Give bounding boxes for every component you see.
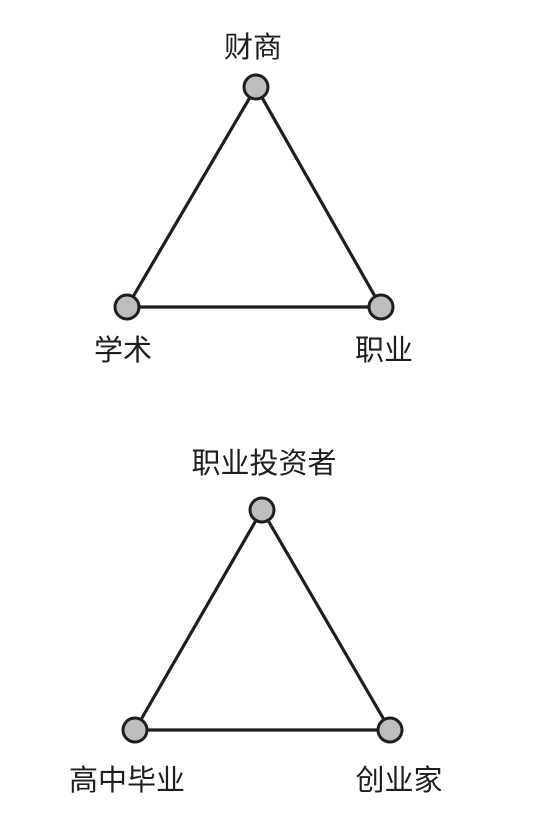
label-top-1: 财商 [224,30,282,64]
triangle-diagram-2: 职业投资者 高中毕业 创业家 [69,446,443,797]
edge-top-left-1 [125,85,258,309]
edge-top-right-2 [260,508,392,732]
label-left-2: 高中毕业 [69,763,185,797]
label-top-2: 职业投资者 [191,446,336,480]
node-top-1 [242,73,270,101]
node-right-2 [376,716,404,744]
node-right-1 [367,293,395,321]
edge-top-left-2 [133,508,264,732]
label-right-1: 职业 [355,333,413,367]
node-left-2 [121,716,149,744]
label-right-2: 创业家 [355,763,442,797]
edge-top-right-1 [254,85,383,309]
label-left-1: 学术 [94,333,152,367]
node-top-2 [248,496,276,524]
triangle-diagram-1: 财商 学术 职业 [94,30,413,367]
node-left-1 [113,293,141,321]
